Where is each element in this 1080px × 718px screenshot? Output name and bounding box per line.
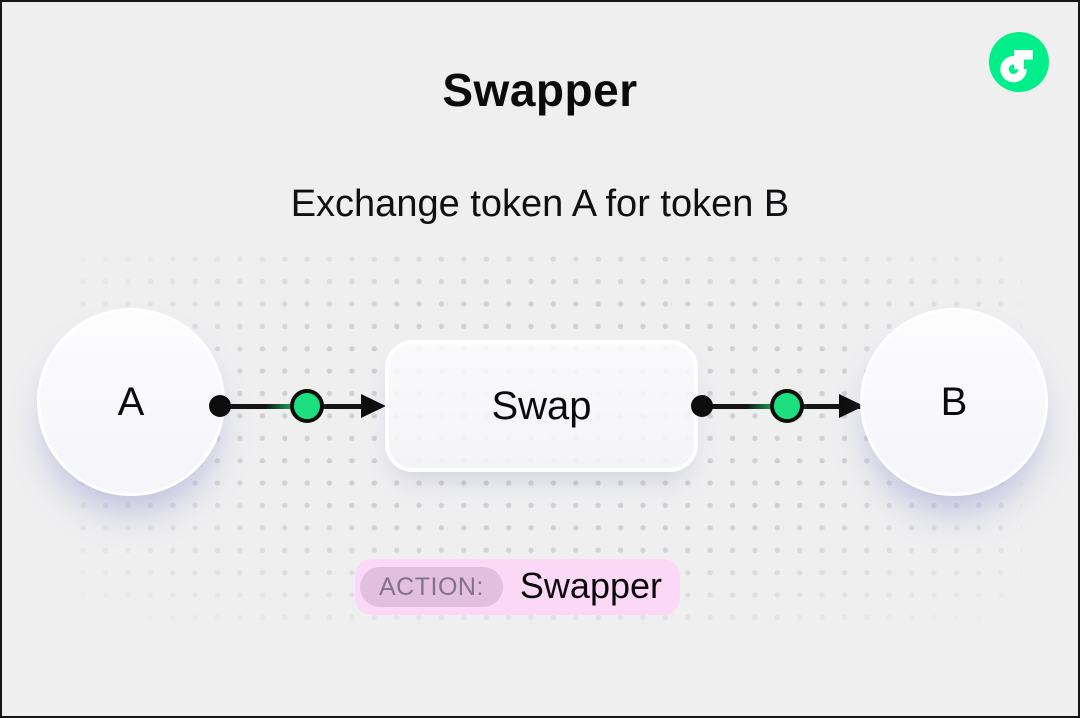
flow-logo-icon <box>989 32 1049 92</box>
connector-right-token-dot <box>770 389 804 423</box>
action-value: Swapper <box>519 565 662 606</box>
connector-right-port-dot <box>691 395 713 417</box>
arrowhead-right-icon <box>361 394 386 418</box>
connector-left-token-dot <box>290 389 324 423</box>
page-subtitle: Exchange token A for token B <box>290 183 790 225</box>
swap-node-label: Swap <box>491 383 592 428</box>
action-badge: ACTION: Swapper <box>355 559 680 615</box>
page-title: Swapper <box>442 64 638 116</box>
token-b-label: B <box>940 379 968 424</box>
token-node-b: B <box>860 308 1048 496</box>
connector-left-port-dot <box>209 395 231 417</box>
token-a-label: A <box>117 379 145 424</box>
action-label-pill: ACTION: <box>360 567 503 607</box>
swap-node: Swap <box>385 340 698 472</box>
arrowhead-right-icon <box>839 394 864 418</box>
token-node-a: A <box>37 308 225 496</box>
